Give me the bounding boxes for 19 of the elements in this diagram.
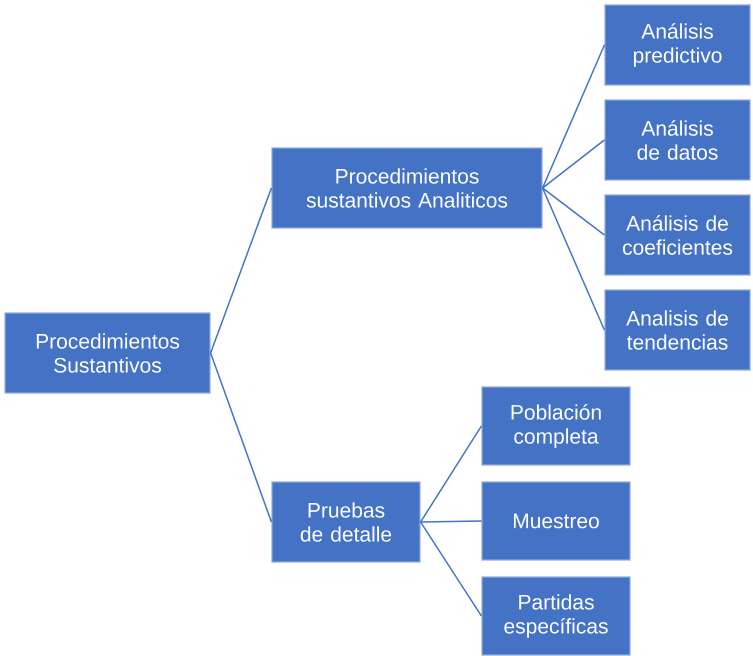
connector-line: [542, 188, 606, 330]
connector-line: [420, 426, 482, 522]
connector-line: [420, 520, 482, 523]
connector-line: [420, 522, 482, 616]
process-box: Población completa: [481, 386, 631, 466]
process-box: Pruebas de detalle: [271, 481, 421, 563]
connector-line: [542, 139, 605, 189]
process-box: Muestreo: [481, 481, 631, 561]
process-box: Partidas específicas: [481, 576, 631, 656]
process-box: Procedimientos sustantivos Analiticos: [271, 147, 543, 229]
connector-line: [210, 188, 272, 354]
process-box: Analisis de tendencias: [604, 289, 751, 371]
process-box: Análisis de coeficientes: [604, 194, 751, 276]
process-box: Procedimientos Sustantivos: [4, 312, 211, 394]
connector-line: [542, 44, 606, 188]
connector-line: [210, 352, 272, 522]
process-box: Análisis de datos: [604, 99, 751, 181]
connector-line: [542, 187, 605, 236]
process-box: Análisis predictivo: [604, 4, 751, 86]
